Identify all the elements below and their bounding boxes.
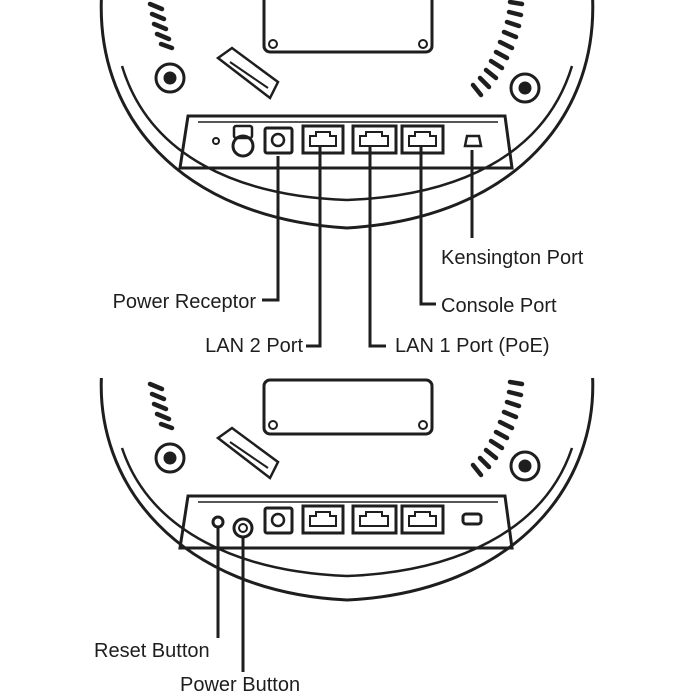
- leader-lines-top: [262, 146, 474, 348]
- reset-button-label: Reset Button: [94, 640, 210, 662]
- lan2-port-label: LAN 2 Port: [205, 335, 303, 357]
- screw-hole: [509, 450, 541, 482]
- port-panel: [178, 494, 514, 550]
- kensington-slot: [461, 512, 483, 526]
- console-port-label: Console Port: [441, 295, 557, 317]
- lan2-port: [301, 124, 345, 155]
- lan1-port-label: LAN 1 Port (PoE): [395, 335, 550, 357]
- access-point-top-view: [99, 0, 595, 230]
- power-button: [232, 517, 254, 539]
- vent-slots: [147, 1, 175, 51]
- latch-tab: [215, 46, 280, 100]
- lan2-port: [301, 504, 345, 535]
- console-port: [400, 504, 445, 535]
- kensington-port-label: Kensington Port: [441, 247, 584, 269]
- power-button: [231, 134, 255, 158]
- vent-slots: [470, 0, 525, 98]
- screw-hole: [154, 442, 186, 474]
- device-inner-rim: [120, 447, 574, 578]
- device-outer-shell: [99, 0, 595, 230]
- power-receptor-label: Power Receptor: [113, 291, 257, 313]
- port-panel: [178, 114, 514, 170]
- kensington-slot: [463, 134, 483, 148]
- power-receptor: [263, 506, 294, 535]
- lan1-port: [351, 504, 398, 535]
- power-button-label: Power Button: [180, 674, 300, 694]
- latch-tab: [215, 426, 280, 480]
- screw-hole: [509, 72, 541, 104]
- vent-slots: [470, 379, 525, 478]
- device-inner-rim: [120, 65, 574, 202]
- vent-slots: [147, 381, 175, 431]
- access-point-bottom-view: [99, 378, 595, 602]
- mounting-plate: [262, 0, 434, 54]
- mounting-plate: [262, 378, 434, 436]
- device-outer-shell: [99, 378, 595, 602]
- leader-lines-bottom: [216, 528, 245, 672]
- reset-button: [211, 515, 225, 529]
- lan1-port: [351, 124, 398, 155]
- power-receptor: [263, 126, 294, 155]
- screw-hole: [154, 62, 186, 94]
